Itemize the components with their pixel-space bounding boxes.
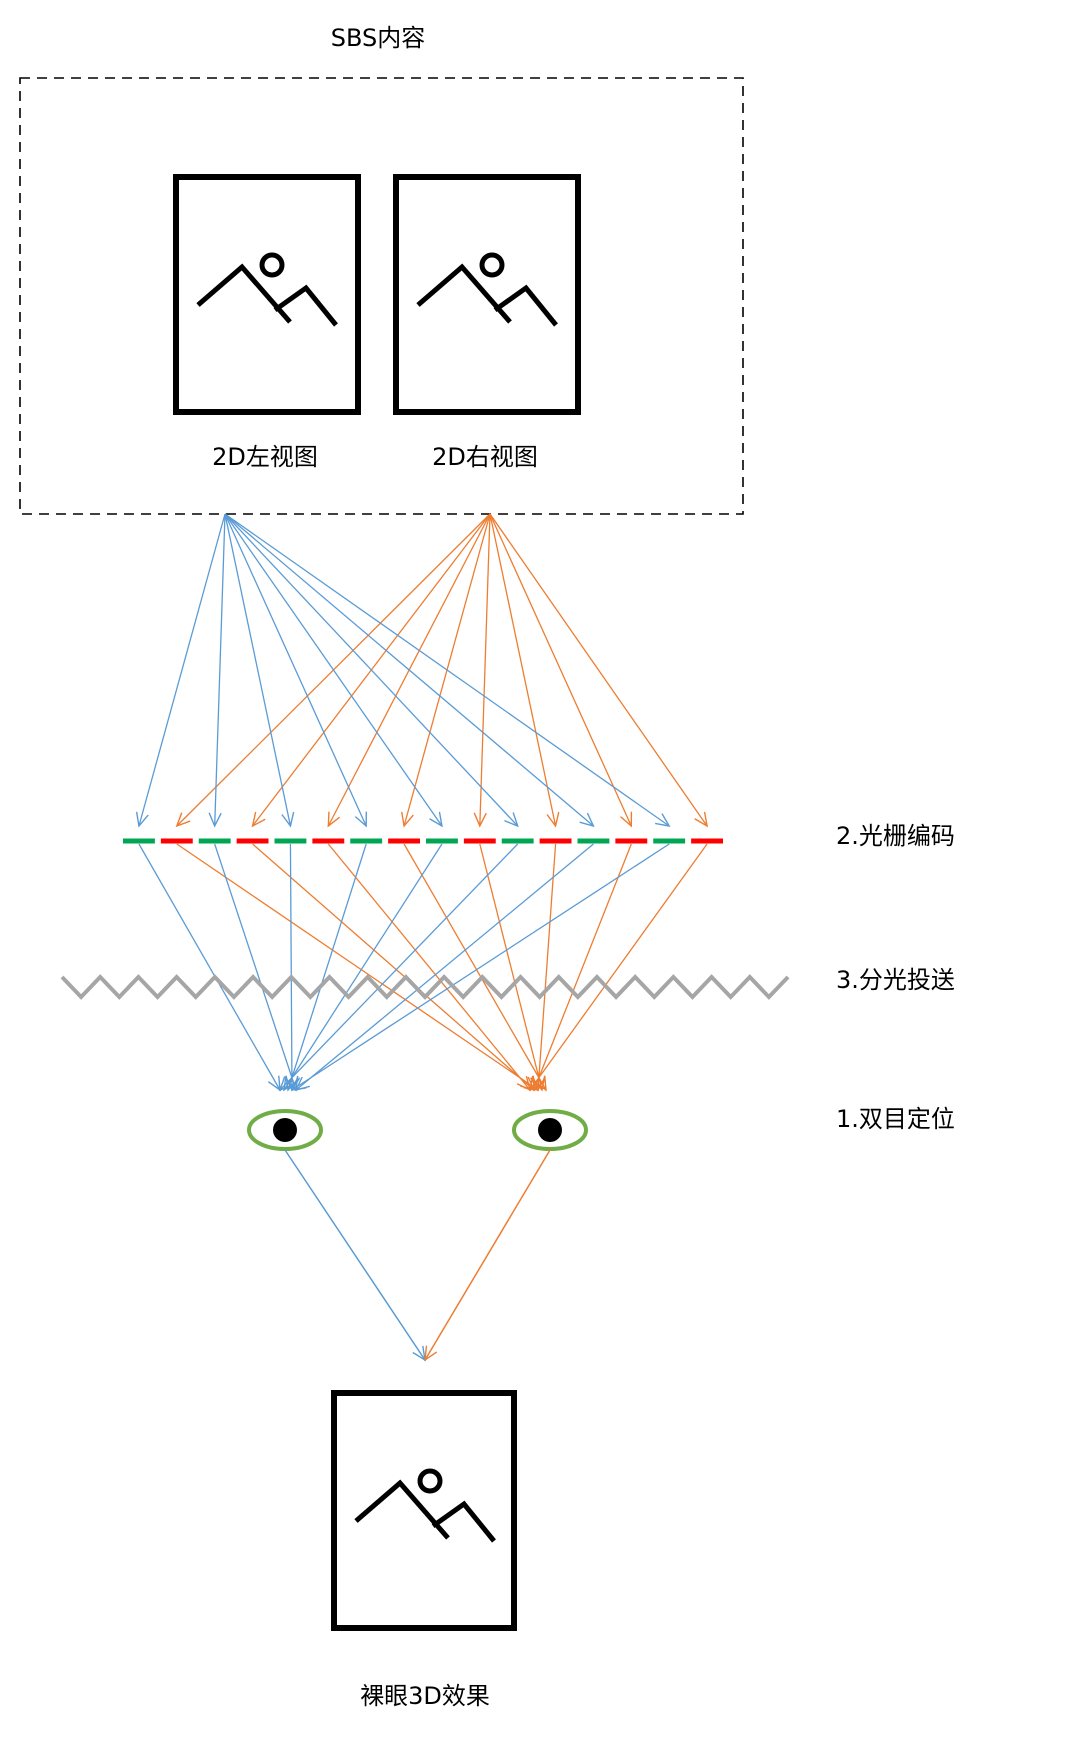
right-eye-ray <box>532 843 632 1092</box>
left-eye-ray <box>283 843 443 1092</box>
sbs-title: SBS内容 <box>331 24 426 52</box>
right-eye-ray <box>176 843 540 1091</box>
left-eye-ray <box>294 843 594 1092</box>
left-view-ray <box>208 513 226 828</box>
left-view-ray <box>224 513 367 828</box>
result-3d-picture-icon <box>331 1390 517 1631</box>
right-eye-ray <box>479 843 546 1092</box>
left-view-ray <box>224 513 519 828</box>
left-eye-ray <box>290 843 670 1091</box>
left-eye-to-result-ray <box>284 1149 426 1362</box>
right-eye-ray <box>252 843 536 1092</box>
sbs-container <box>19 77 744 515</box>
right-view-ray <box>489 513 633 828</box>
right-view-picture-icon <box>393 174 581 415</box>
left-view-ray <box>224 513 443 828</box>
left-eye-ray <box>138 843 281 1092</box>
left-view-ray <box>224 513 671 827</box>
right-eye-ray <box>327 843 532 1092</box>
right-eye-ray <box>532 843 557 1092</box>
step2-label: 2.光栅编码 <box>836 822 955 850</box>
left-eye-icon <box>247 1109 323 1151</box>
right-view-ray <box>489 513 560 828</box>
right-eye-icon <box>512 1109 588 1151</box>
left-eye-ray <box>214 843 299 1092</box>
right-eye-ray <box>403 843 547 1092</box>
step1-label: 1.双目定位 <box>836 1105 955 1133</box>
right-view-ray <box>489 513 709 828</box>
splitter-sawtooth <box>60 974 790 1000</box>
result-label: 裸眼3D效果 <box>360 1682 490 1710</box>
left-eye-ray <box>285 843 367 1092</box>
source-rays <box>135 513 709 828</box>
right-view-label: 2D右视图 <box>432 443 538 471</box>
left-view-label: 2D左视图 <box>212 443 318 471</box>
left-view-ray <box>135 513 226 828</box>
right-eye-ray <box>529 843 708 1092</box>
grating-rays <box>138 843 708 1092</box>
left-view-ray <box>224 513 295 828</box>
left-eye-ray <box>278 843 519 1092</box>
step3-label: 3.分光投送 <box>836 966 955 994</box>
right-eye-to-result-ray <box>424 1149 551 1362</box>
left-view-picture-icon <box>173 174 361 415</box>
right-view-ray <box>473 513 491 828</box>
left-view-ray <box>224 513 595 828</box>
left-eye-ray <box>285 843 299 1092</box>
